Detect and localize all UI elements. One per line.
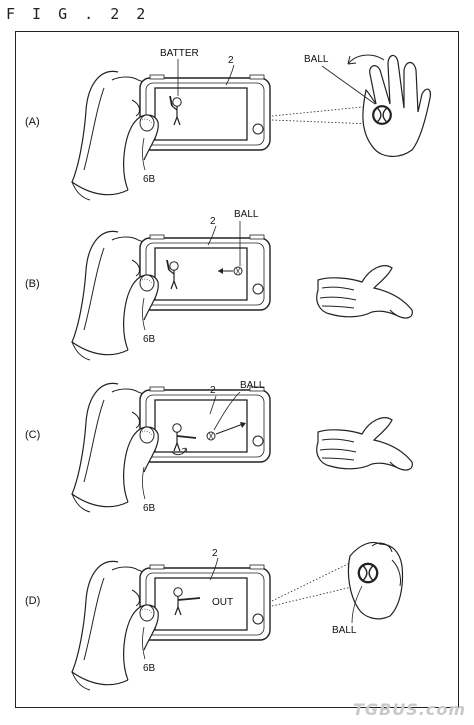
ball-d: [357, 562, 379, 584]
figure-frame: [15, 31, 459, 708]
panel-b: (B) BALL 2 6B: [25, 209, 413, 361]
screen-text-d: OUT: [212, 597, 233, 608]
batter-label-a: BATTER: [160, 48, 199, 59]
button-ref-c: 6B: [143, 503, 156, 514]
device-ref-d: 2: [212, 548, 218, 559]
device-ref-a: 2: [228, 55, 234, 66]
open-hand-c: [316, 417, 413, 471]
ball-b: [233, 266, 243, 276]
panel-label-c: (C): [25, 429, 40, 441]
panel-d: (D) OUT 2 6B BALL: [25, 541, 404, 691]
figure-title: F I G . 2 2: [6, 5, 150, 23]
catching-hand-d: [347, 541, 404, 620]
button-ref-b: 6B: [143, 334, 156, 345]
panel-c: (C) BALL 2 6B: [25, 380, 413, 514]
ball-label-a: BALL: [304, 54, 329, 65]
ball-c: [206, 431, 216, 441]
ball-label-c: BALL: [240, 380, 265, 391]
batter-figure-c: [171, 423, 197, 456]
button-ref-a: 6B: [143, 174, 156, 185]
button-ref-d: 6B: [143, 663, 156, 674]
ball-label-b: BALL: [234, 209, 259, 220]
device-ref-b: 2: [210, 216, 216, 227]
raised-hand-a: [362, 54, 431, 157]
watermark: TGBUS.com: [353, 700, 466, 719]
panel-label-b: (B): [25, 278, 40, 290]
panel-label-d: (D): [25, 595, 40, 607]
device-ref-c: 2: [210, 385, 216, 396]
ball-a: [372, 105, 392, 125]
open-hand-b: [316, 265, 413, 319]
handheld-device-c: [71, 382, 271, 513]
ball-label-d: BALL: [332, 625, 357, 636]
panel-a: (A) BATTER 2 6B BALL: [25, 48, 431, 201]
batter-figure-d: [173, 587, 201, 616]
panel-label-a: (A): [25, 116, 40, 128]
handheld-device-a: [71, 70, 271, 201]
handheld-device-d: [71, 560, 271, 691]
